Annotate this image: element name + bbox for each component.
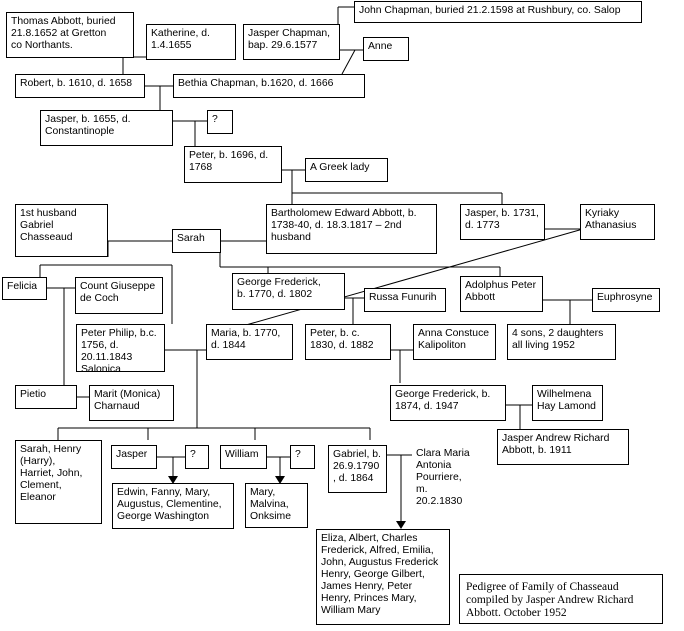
children-sarah-henry-group: Sarah, Henry (Harry), Harriet, John, Cle… bbox=[15, 440, 102, 524]
children-mary-group: Mary, Malvina, Onksime bbox=[245, 483, 308, 528]
person-euphrosyne: Euphrosyne bbox=[592, 288, 660, 312]
person-anna-kalipoliton: Anna Constuce Kalipoliton bbox=[413, 324, 496, 360]
person-peter-philip: Peter Philip, b.c. 1756, d. 20.11.1843 S… bbox=[76, 324, 165, 372]
person-william: William bbox=[220, 445, 267, 469]
person-thomas-abbott: Thomas Abbott, buried 21.8.1652 at Grett… bbox=[6, 12, 134, 58]
person-anne: Anne bbox=[363, 37, 409, 61]
person-wilhelmena-lamond: Wilhelmena Hay Lamond bbox=[532, 385, 603, 421]
person-pietio: Pietio bbox=[15, 385, 77, 409]
person-robert: Robert, b. 1610, d. 1658 bbox=[15, 74, 145, 98]
person-unknown-spouse: ? bbox=[207, 110, 233, 134]
person-gabriel-1790: Gabriel, b. 26.9.1790 , d. 1864 bbox=[328, 445, 387, 493]
person-jasper-1731: Jasper, b. 1731, d. 1773 bbox=[460, 204, 545, 240]
person-kyriaky-athanasius: Kyriaky Athanasius bbox=[580, 204, 655, 240]
person-peter-1830: Peter, b. c. 1830, d. 1882 bbox=[305, 324, 391, 360]
person-count-giuseppe: Count Giuseppe de Coch bbox=[75, 277, 163, 314]
person-bethia-chapman: Bethia Chapman, b.1620, d. 1666 bbox=[173, 74, 365, 98]
children-edwin-group: Edwin, Fanny, Mary, Augustus, Clementine… bbox=[112, 483, 234, 529]
person-maria: Maria, b. 1770, d. 1844 bbox=[206, 324, 293, 360]
person-peter-1696: Peter, b. 1696, d. 1768 bbox=[184, 146, 282, 183]
children-eliza-group: Eliza, Albert, Charles Frederick, Alfred… bbox=[316, 529, 450, 625]
person-marit-charnaud: Marit (Monica) Charnaud bbox=[89, 385, 174, 421]
person-clara-pourriere: Clara Maria Antonia Pourriere, m. 20.2.1… bbox=[416, 448, 470, 507]
person-john-chapman: John Chapman, buried 21.2.1598 at Rushbu… bbox=[354, 1, 642, 23]
person-unknown-spouse-william: ? bbox=[290, 445, 315, 469]
person-russa-funurih: Russa Funurih bbox=[364, 288, 446, 312]
person-katherine: Katherine, d. 1.4.1655 bbox=[146, 24, 236, 60]
person-jasper-child: Jasper bbox=[111, 445, 157, 469]
person-jasper-1655: Jasper, b. 1655, d. Constantinople bbox=[40, 110, 173, 146]
person-jasper-andrew-abbott: Jasper Andrew Richard Abbott, b. 1911 bbox=[497, 429, 629, 465]
person-sarah: Sarah bbox=[172, 229, 221, 253]
person-felicia: Felicia bbox=[2, 277, 47, 300]
person-jasper-chapman: Jasper Chapman, bap. 29.6.1577 bbox=[243, 24, 340, 60]
person-unknown-spouse-jasper: ? bbox=[185, 445, 209, 469]
arrowhead bbox=[168, 476, 178, 484]
person-george-frederick-1770: George Frederick, b. 1770, d. 1802 bbox=[232, 273, 345, 310]
person-adolphus-abbott: Adolphus Peter Abbott bbox=[460, 276, 543, 312]
pedigree-caption: Pedigree of Family of Chasseaud compiled… bbox=[459, 574, 663, 624]
arrowhead bbox=[396, 521, 406, 529]
person-bartholomew-abbott: Bartholomew Edward Abbott, b. 1738-40, d… bbox=[266, 204, 437, 254]
person-george-frederick-1874: George Frederick, b. 1874, d. 1947 bbox=[390, 385, 506, 421]
person-greek-lady: A Greek lady bbox=[305, 158, 388, 182]
person-4-sons-2-daughters: 4 sons, 2 daughters all living 1952 bbox=[507, 324, 616, 360]
person-gabriel-chasseaud: 1st husband Gabriel Chasseaud bbox=[15, 204, 108, 257]
arrowhead bbox=[275, 476, 285, 484]
